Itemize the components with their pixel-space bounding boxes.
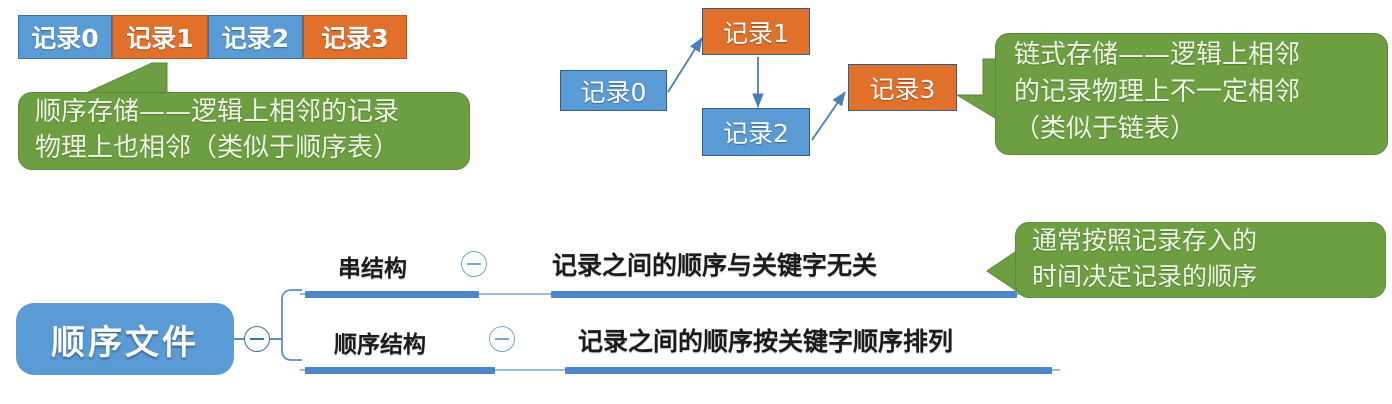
callout-line: 通常按照记录存入的 bbox=[1032, 226, 1258, 255]
record-cell-label: 记录1 bbox=[126, 24, 194, 53]
mindmap-root-node[interactable]: 顺序文件 bbox=[16, 303, 234, 375]
mindmap-leaf-text-1: 记录之间的顺序按关键字顺序排列 bbox=[578, 327, 954, 356]
linked-list-arrows bbox=[667, 37, 846, 141]
callout-line: 物理上也相邻（类似于顺序表） bbox=[35, 133, 400, 163]
mindmap-bar-segment bbox=[305, 291, 479, 298]
record-cell-label: 记录0 bbox=[31, 24, 99, 53]
mindmap-callout: 通常按照记录存入的 时间决定记录的顺序 bbox=[1015, 222, 1386, 298]
linked-node-record0[interactable]: 记录0 bbox=[560, 70, 667, 111]
record-cell-0[interactable]: 记录0 bbox=[18, 15, 112, 59]
record-cell-1[interactable]: 记录1 bbox=[112, 15, 208, 59]
mindmap-root-label: 顺序文件 bbox=[51, 322, 199, 363]
mindmap-branch-label-0: 串结构 bbox=[338, 256, 407, 282]
linked-storage-callout: 链式存储——逻辑上相邻 的记录物理上不一定相邻 （类似于链表） bbox=[995, 33, 1388, 155]
mindmap-bar-segment bbox=[305, 367, 495, 374]
sequential-record-strip: 记录0 记录1 记录2 记录3 bbox=[18, 15, 407, 59]
callout-line: 的记录物理上不一定相邻 bbox=[1014, 76, 1301, 107]
minus-circle-icon[interactable] bbox=[461, 251, 487, 277]
linked-node-label: 记录2 bbox=[723, 119, 789, 148]
record-cell-2[interactable]: 记录2 bbox=[208, 15, 303, 59]
record-cell-label: 记录2 bbox=[221, 24, 290, 53]
callout-line: 时间决定记录的顺序 bbox=[1032, 262, 1258, 291]
minus-circle-icon[interactable] bbox=[244, 326, 270, 352]
linked-node-label: 记录1 bbox=[723, 18, 789, 48]
linked-node-record1[interactable]: 记录1 bbox=[702, 8, 810, 55]
linked-node-record2[interactable]: 记录2 bbox=[702, 108, 810, 156]
callout-line: 链式存储——逻辑上相邻 bbox=[1014, 39, 1301, 70]
mindmap-leaf-text-0: 记录之间的顺序与关键字无关 bbox=[552, 251, 878, 280]
mindmap-bar-segment bbox=[565, 367, 1052, 374]
linked-node-label: 记录3 bbox=[869, 74, 936, 104]
mindmap-bracket bbox=[281, 289, 302, 361]
minus-circle-icon[interactable] bbox=[489, 326, 515, 352]
linked-node-record3[interactable]: 记录3 bbox=[848, 64, 957, 111]
linked-node-label: 记录0 bbox=[580, 77, 647, 107]
mindmap-bar-segment bbox=[551, 291, 1017, 298]
record-cell-3[interactable]: 记录3 bbox=[303, 15, 407, 59]
record-cell-label: 记录3 bbox=[321, 24, 389, 53]
sequential-storage-callout: 顺序存储——逻辑上相邻的记录 物理上也相邻（类似于顺序表） bbox=[18, 92, 470, 170]
mindmap-branch-label-1: 顺序结构 bbox=[334, 332, 426, 358]
callout-line: （类似于链表） bbox=[1014, 113, 1197, 144]
mindmap-root-connector bbox=[234, 338, 282, 340]
callout-line: 顺序存储——逻辑上相邻的记录 bbox=[35, 97, 400, 127]
